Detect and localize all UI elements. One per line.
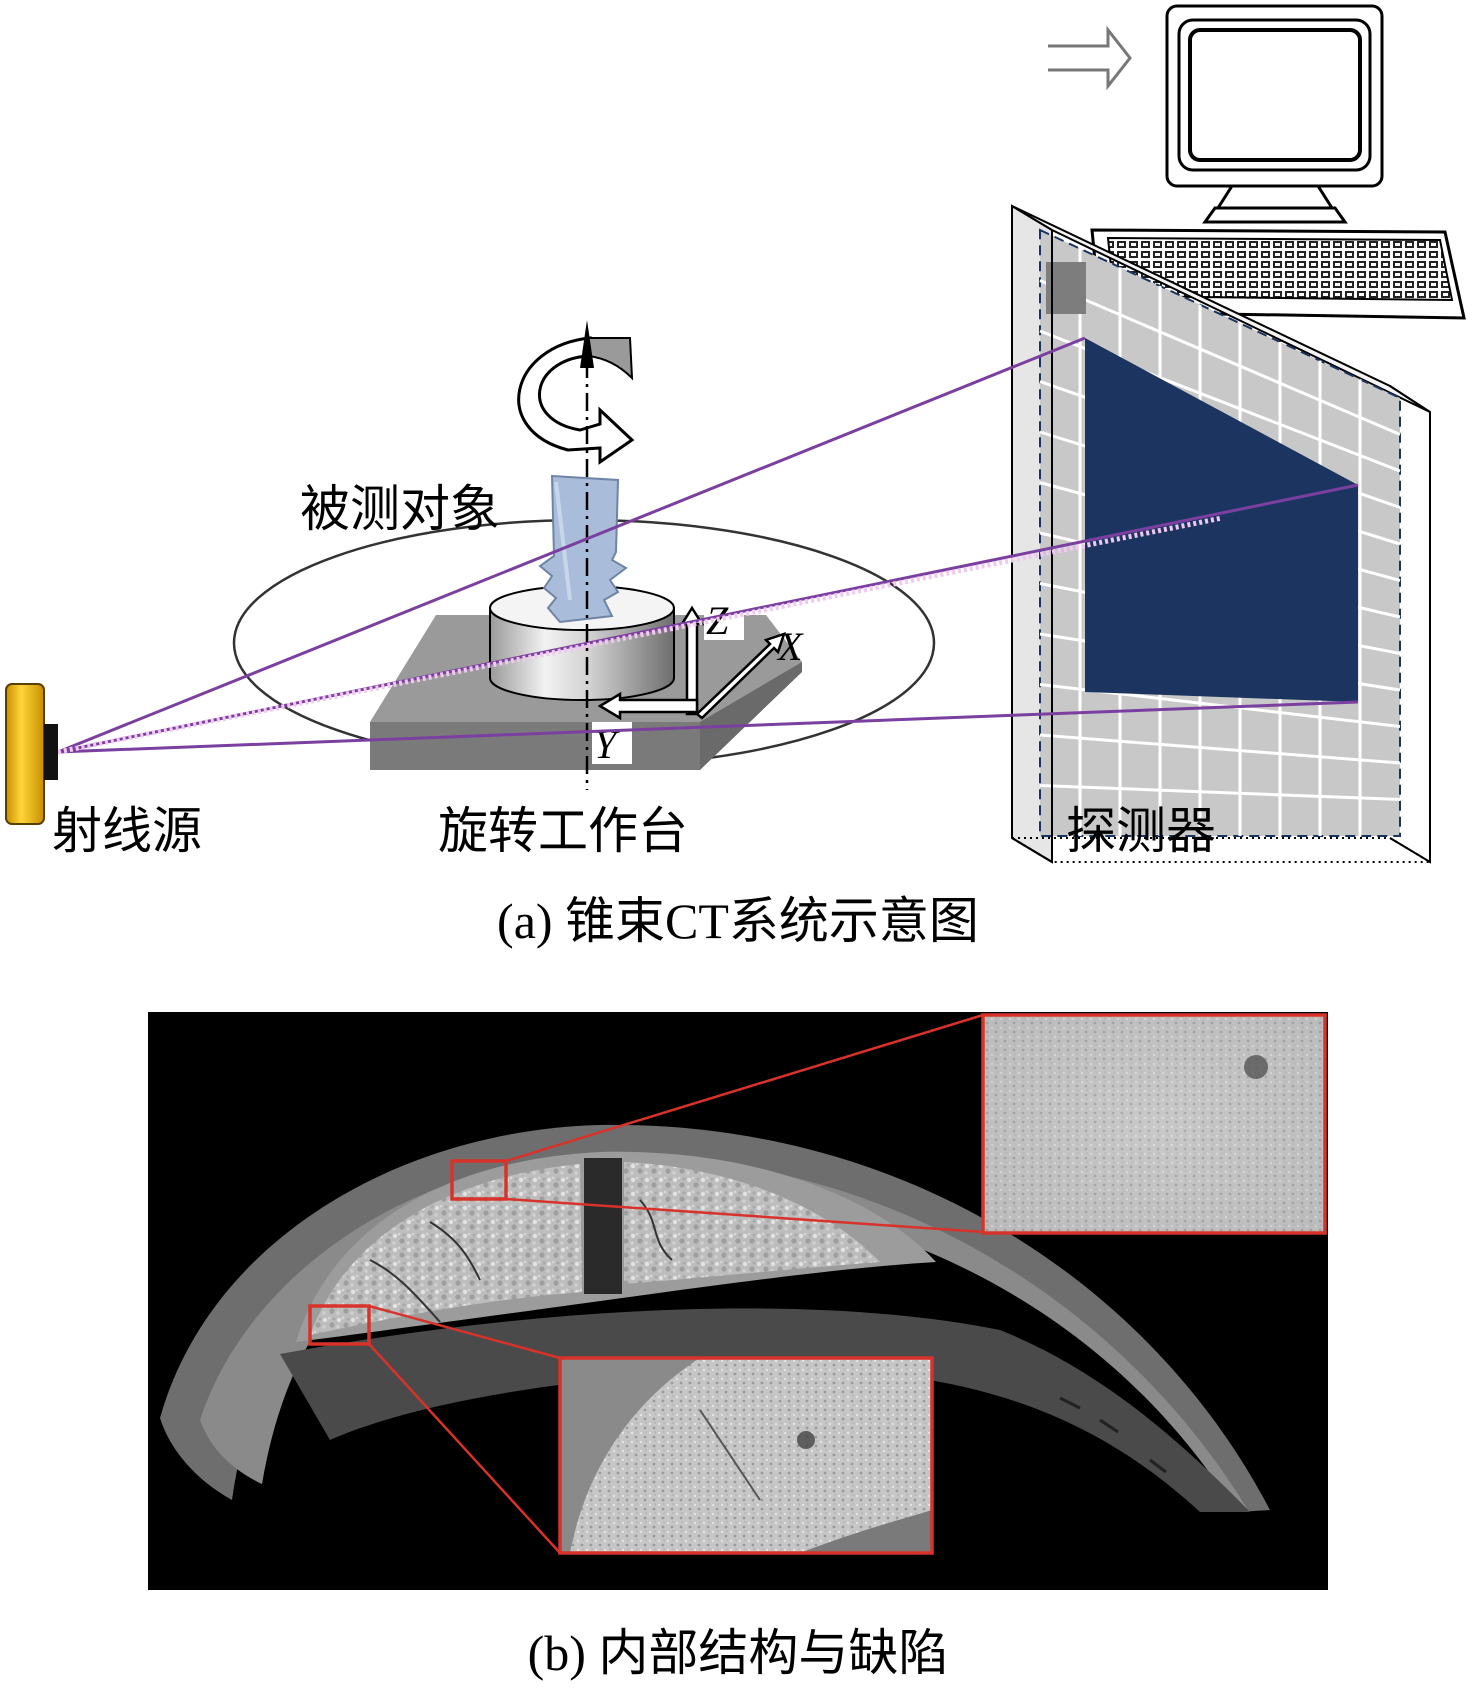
detector-grid-line — [1039, 733, 1401, 765]
data-flow-arrow-icon — [1048, 25, 1132, 91]
label-rotation-stage: 旋转工作台 — [438, 802, 688, 860]
highlight-box-1 — [450, 1159, 508, 1201]
detector-grid-line — [1039, 279, 1401, 436]
computer-monitor-icon — [1165, 4, 1384, 224]
zoom-connectors — [368, 1013, 984, 1554]
zoom-inset-1 — [981, 1013, 1327, 1235]
zoom-inset-2 — [558, 1356, 934, 1555]
detector-active-panel — [1085, 338, 1358, 702]
label-detector: 探测器 — [1066, 802, 1216, 860]
detector — [1008, 204, 1434, 864]
rotation-arrow-icon — [517, 336, 635, 465]
axis-label-x: X — [776, 624, 804, 669]
axis-label-y: Y — [594, 722, 620, 767]
caption-b: (b) 内部结构与缺陷 — [528, 1625, 949, 1681]
rotation-axis-arrowhead — [580, 320, 594, 368]
caption-a: (a) 锥束CT系统示意图 — [497, 893, 979, 949]
label-specimen: 被测对象 — [300, 480, 500, 538]
detector-grid-line — [1039, 784, 1401, 801]
highlight-box-2 — [308, 1304, 371, 1346]
xray-source-icon — [5, 683, 58, 825]
xray-beams — [57, 336, 1359, 754]
label-source: 射线源 — [52, 802, 202, 860]
specimen — [538, 474, 628, 624]
coordinate-axes — [597, 605, 786, 721]
